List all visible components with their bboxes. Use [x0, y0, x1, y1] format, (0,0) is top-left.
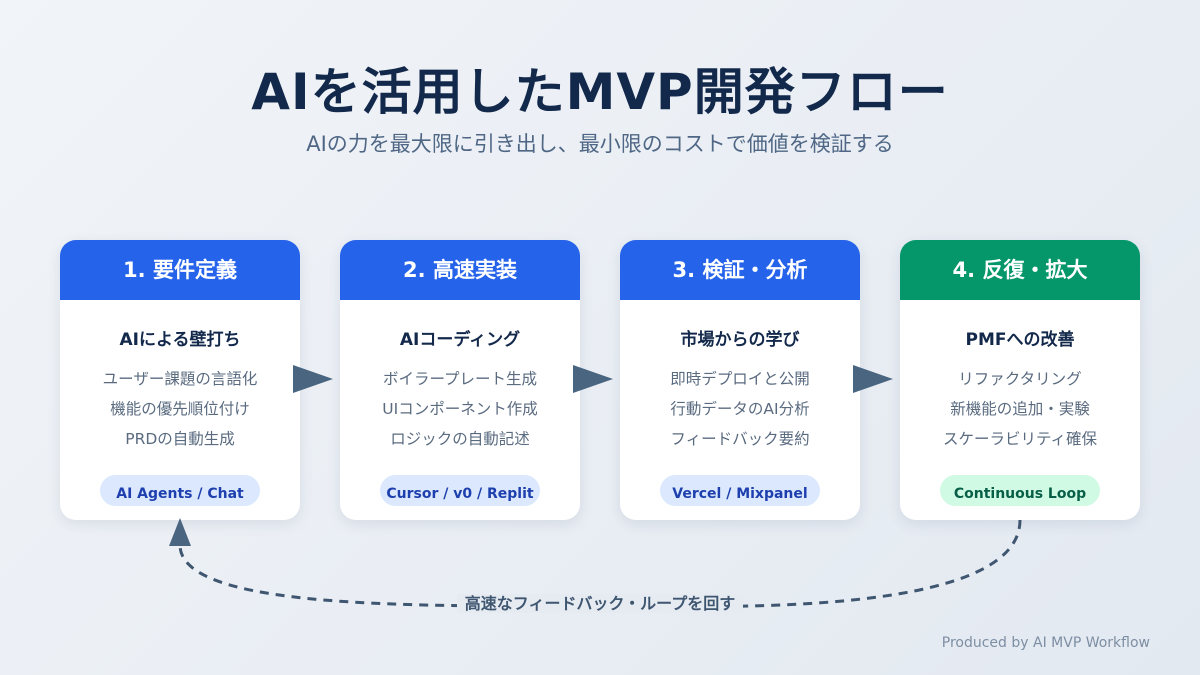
step-header: 2. 高速実装 [340, 240, 580, 300]
step-item: 新機能の追加・実験 [950, 400, 1090, 418]
page-title: AIを活用したMVP開発フロー [251, 63, 949, 121]
step-item: 機能の優先順位付け [110, 400, 250, 418]
step-header: 1. 要件定義 [60, 240, 300, 300]
step-heading: AIコーディング [399, 330, 521, 350]
footer-credit: Produced by AI MVP Workflow [941, 635, 1150, 651]
step-item: ボイラープレート生成 [382, 370, 538, 388]
step-heading: AIによる壁打ち [119, 330, 241, 350]
step-item: フィードバック要約 [670, 430, 810, 448]
step-header: 3. 検証・分析 [620, 240, 860, 300]
flow-arrow-icon [293, 365, 333, 393]
step-card: 3. 検証・分析 市場からの学び 即時デプロイと公開行動データのAI分析フィード… [620, 240, 860, 520]
tool-badge: Vercel / Mixpanel [660, 475, 820, 506]
step-heading: PMFへの改善 [965, 330, 1075, 350]
tool-badge: Continuous Loop [940, 475, 1100, 506]
flow-arrow-icon [573, 365, 613, 393]
step-item: リファクタリング [958, 370, 1082, 388]
step-items: ユーザー課題の言語化機能の優先順位付け PRDの自動生成 [60, 364, 300, 454]
loop-label-wrap: 高速なフィードバック・ループを回す [0, 590, 1200, 614]
step-items: リファクタリング新機能の追加・実験スケーラビリティ確保 [900, 364, 1140, 454]
tool-badge: AI Agents / Chat [100, 475, 260, 506]
loop-arrowhead-icon [169, 518, 191, 546]
step-item: スケーラビリティ確保 [942, 430, 1098, 448]
tool-badge: Cursor / v0 / Replit [380, 475, 540, 506]
step-header: 4. 反復・拡大 [900, 240, 1140, 300]
loop-label: 高速なフィードバック・ループを回す [456, 594, 744, 613]
step-card: 4. 反復・拡大 PMFへの改善 リファクタリング新機能の追加・実験スケーラビリ… [900, 240, 1140, 520]
step-item: ユーザー課題の言語化 [102, 370, 258, 388]
step-card: 1. 要件定義 AIによる壁打ち ユーザー課題の言語化機能の優先順位付け PRDの… [60, 240, 300, 520]
step-items: ボイラープレート生成 UIコンポーネント作成ロジックの自動記述 [340, 364, 580, 454]
page-subtitle: AIの力を最大限に引き出し、最小限のコストで価値を検証する [306, 132, 894, 156]
flow-arrow-icon [853, 365, 893, 393]
step-items: 即時デプロイと公開行動データのAI分析フィードバック要約 [620, 364, 860, 454]
step-card: 2. 高速実装 AIコーディング ボイラープレート生成 UIコンポーネント作成ロジ… [340, 240, 580, 520]
step-item: ロジックの自動記述 [390, 430, 530, 448]
step-item: 行動データのAI分析 [670, 400, 810, 418]
step-heading: 市場からの学び [680, 330, 800, 350]
step-item: PRDの自動生成 [125, 430, 235, 448]
step-item: 即時デプロイと公開 [670, 370, 810, 388]
step-item: UIコンポーネント作成 [382, 400, 538, 418]
